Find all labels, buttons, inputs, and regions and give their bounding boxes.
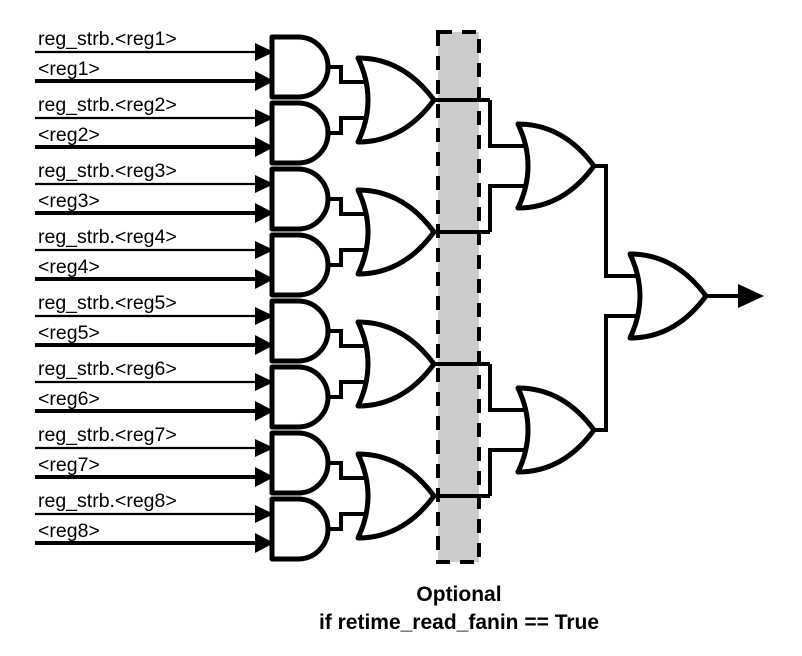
input-label-data-5: <reg5> <box>38 322 100 344</box>
input-arrow-data-2 <box>255 137 274 157</box>
input-arrow-data-8 <box>255 533 274 553</box>
input-arrow-data-5 <box>255 335 274 355</box>
wire-and7-to-or4 <box>328 461 364 480</box>
or-gate-stage1-1 <box>358 58 434 142</box>
wire-and1-to-or1 <box>328 65 364 84</box>
wire-and3-to-or2 <box>328 197 364 216</box>
input-arrow-strobe-1 <box>255 43 274 61</box>
input-arrow-strobe-4 <box>255 241 274 259</box>
optional-caption-line2: if retime_read_fanin == True <box>319 611 599 634</box>
wire-or6-to-final <box>594 314 636 432</box>
and-gate-3 <box>272 169 328 229</box>
and-gate-1 <box>272 37 328 97</box>
input-arrow-strobe-5 <box>255 307 274 325</box>
wire-riser-top-b <box>488 184 524 232</box>
input-arrow-data-7 <box>255 467 274 487</box>
input-label-data-3: <reg3> <box>38 190 100 212</box>
input-label-data-1: <reg1> <box>38 58 100 80</box>
and-gate-2 <box>272 103 328 163</box>
and-gate-8 <box>272 499 328 559</box>
wire-and4-to-or2 <box>328 248 364 267</box>
input-label-data-6: <reg6> <box>38 388 100 410</box>
input-arrow-data-3 <box>255 203 274 223</box>
or-gate-stage1-4 <box>358 454 434 538</box>
input-label-data-8: <reg8> <box>38 520 100 542</box>
wire-and8-to-or4 <box>328 512 364 531</box>
or-gate-final <box>630 254 706 338</box>
wire-and6-to-or3 <box>328 380 364 399</box>
wire-riser-bot-b <box>488 448 524 496</box>
input-arrow-strobe-7 <box>255 439 274 457</box>
input-arrow-strobe-2 <box>255 109 274 127</box>
wire-and5-to-or3 <box>328 329 364 348</box>
optional-caption-line1: Optional <box>416 583 501 606</box>
input-label-strobe-7: reg_strb.<reg7> <box>38 424 177 446</box>
optional-retime-region <box>436 30 481 564</box>
wire-or5-to-final <box>594 164 636 278</box>
input-label-strobe-4: reg_strb.<reg4> <box>38 226 177 248</box>
input-arrow-data-4 <box>255 269 274 289</box>
and-gate-7 <box>272 433 328 493</box>
input-arrow-data-6 <box>255 401 274 421</box>
input-label-strobe-8: reg_strb.<reg8> <box>38 490 177 512</box>
input-arrow-strobe-8 <box>255 505 274 523</box>
output-arrow <box>738 284 764 308</box>
input-label-strobe-2: reg_strb.<reg2> <box>38 94 177 116</box>
input-label-strobe-1: reg_strb.<reg1> <box>38 28 177 50</box>
input-label-strobe-6: reg_strb.<reg6> <box>38 358 177 380</box>
input-arrow-data-1 <box>255 71 274 91</box>
input-arrow-strobe-6 <box>255 373 274 391</box>
input-label-data-7: <reg7> <box>38 454 100 476</box>
input-label-data-2: <reg2> <box>38 124 100 146</box>
input-label-strobe-5: reg_strb.<reg5> <box>38 292 177 314</box>
input-arrow-strobe-3 <box>255 175 274 193</box>
or-gate-stage1-2 <box>358 190 434 274</box>
or-gate-stage1-3 <box>358 322 434 406</box>
and-gate-6 <box>272 367 328 427</box>
wire-riser-top-a <box>488 100 524 148</box>
and-gate-5 <box>272 301 328 361</box>
wire-riser-bot-a <box>488 364 524 412</box>
and-gate-4 <box>272 235 328 295</box>
or-gate-stage2-2 <box>518 388 594 472</box>
wire-and2-to-or1 <box>328 116 364 135</box>
input-label-strobe-3: reg_strb.<reg3> <box>38 160 177 182</box>
input-label-data-4: <reg4> <box>38 256 100 278</box>
or-gate-stage2-1 <box>518 124 594 208</box>
